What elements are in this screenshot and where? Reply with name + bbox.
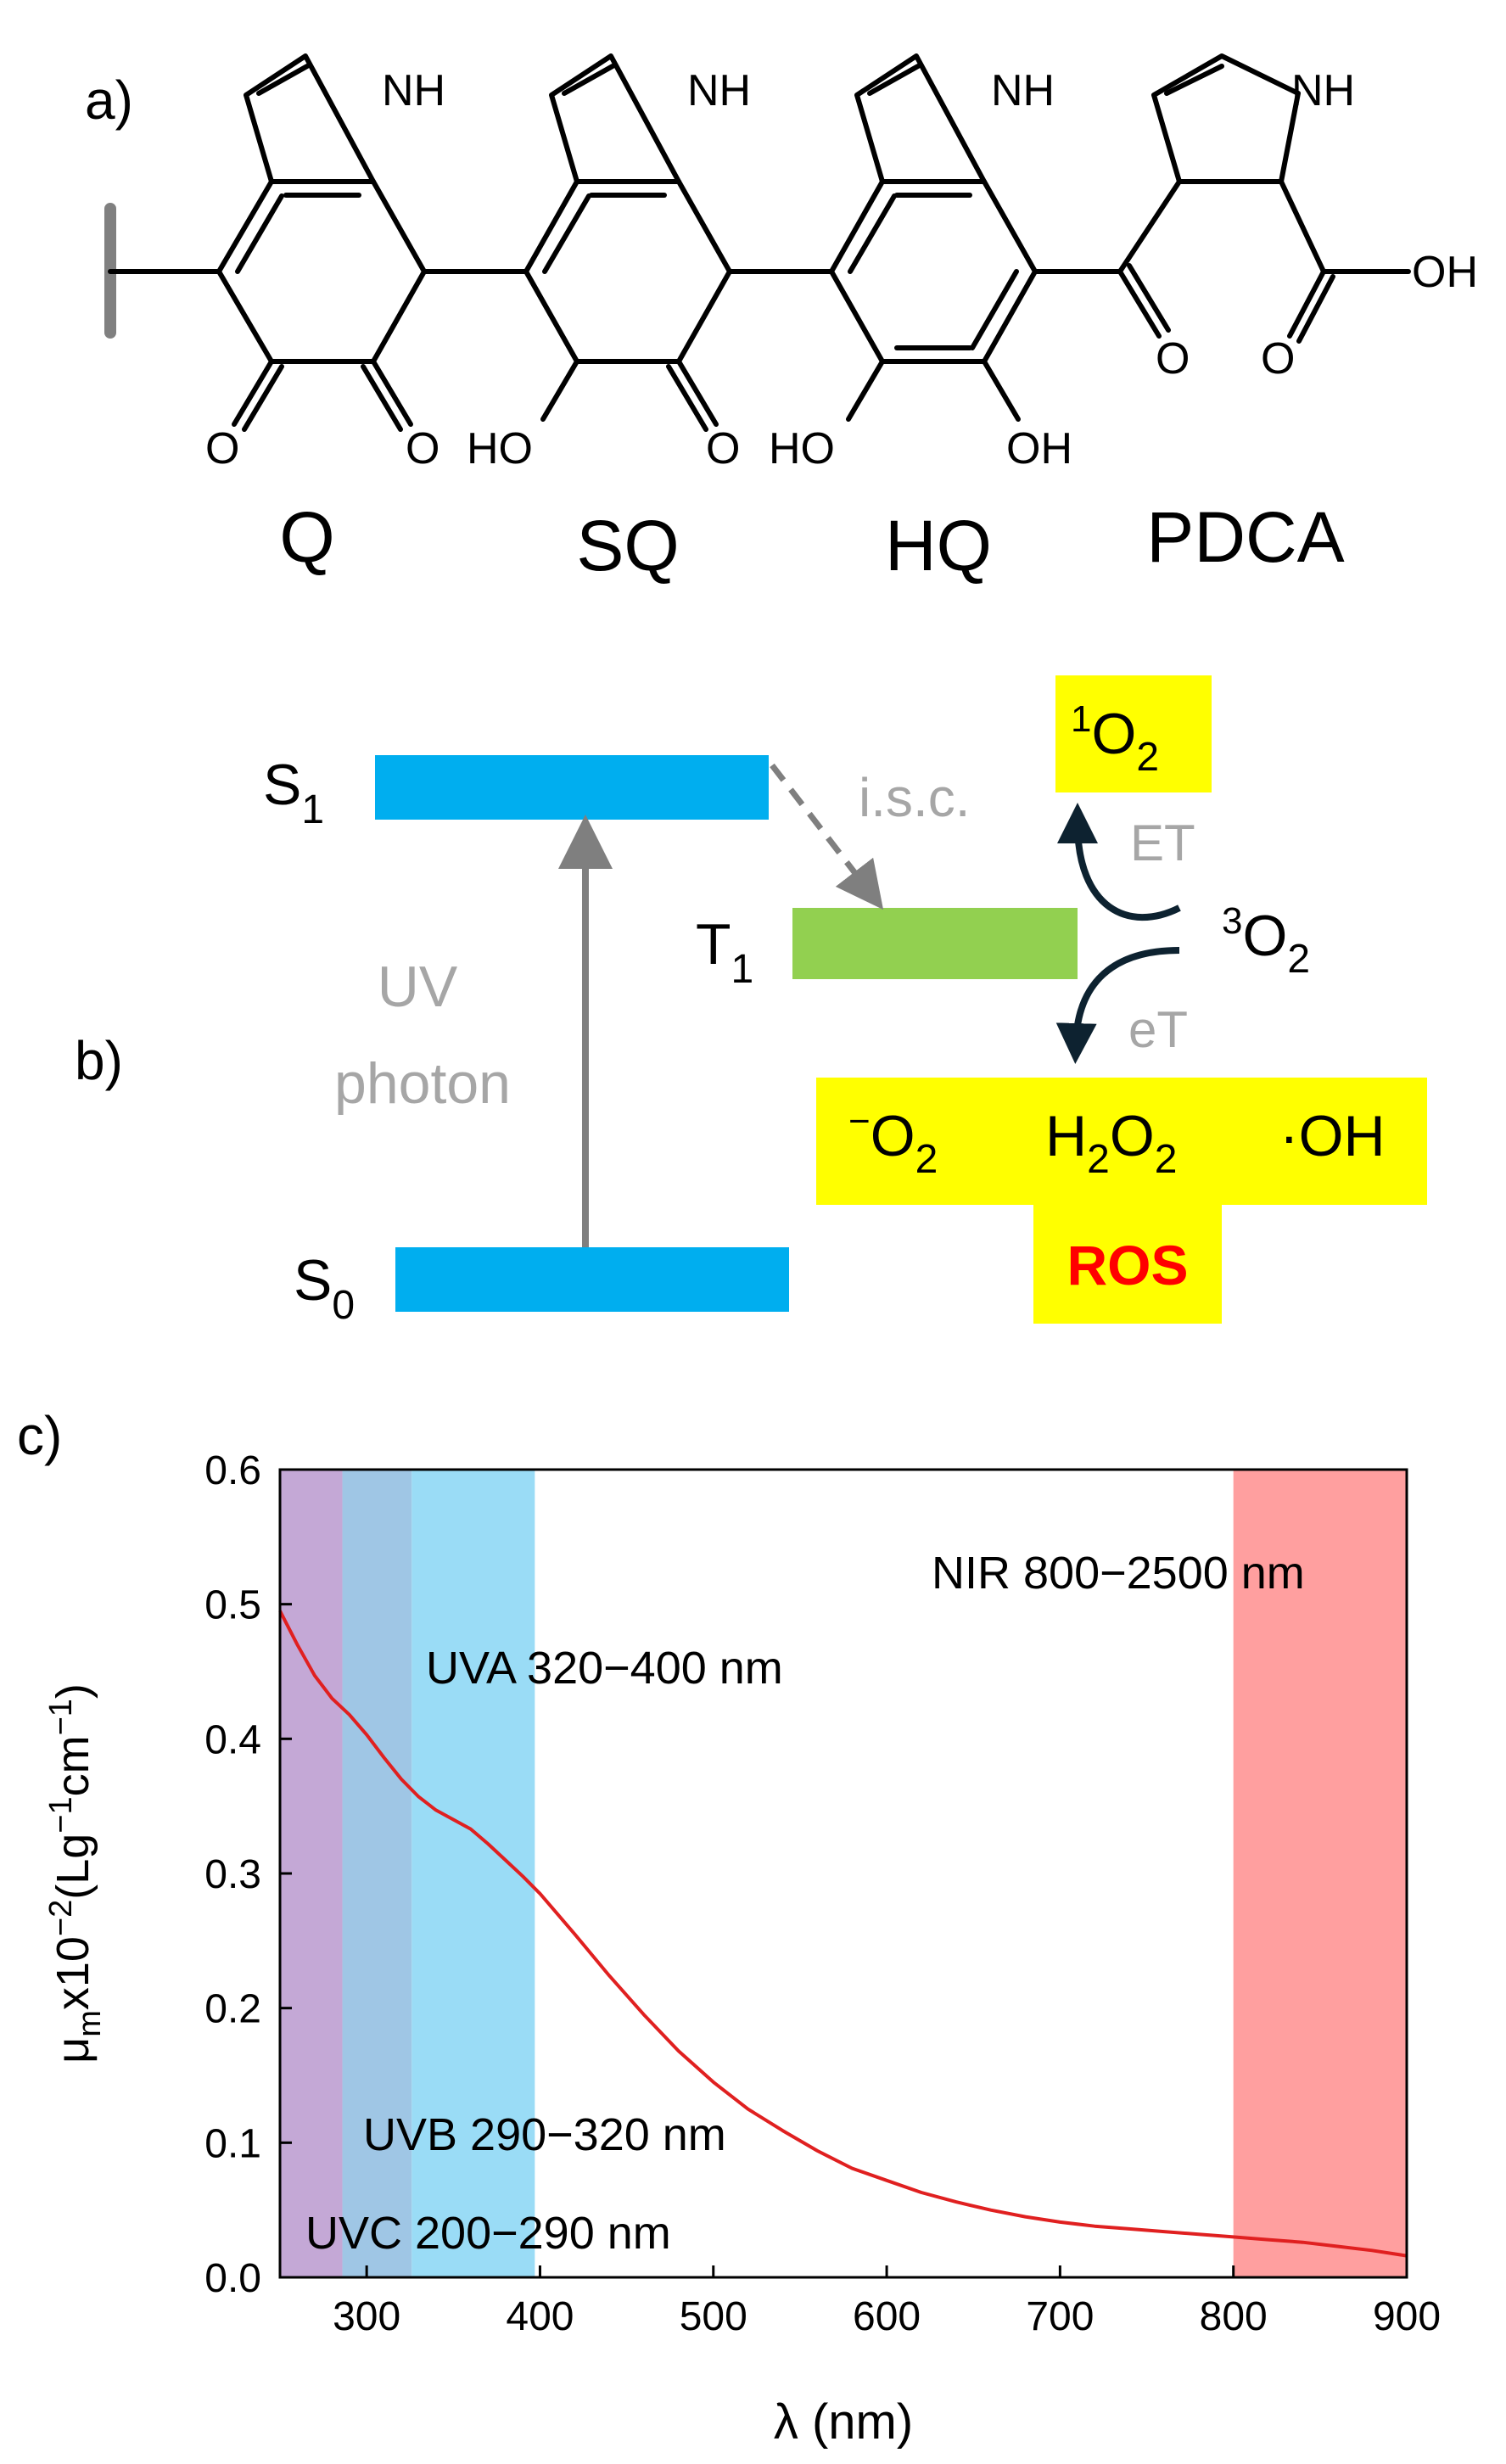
electron-transfer-arrow bbox=[1055, 947, 1180, 1064]
singlet-oxygen-box bbox=[1055, 675, 1212, 792]
panel-c-label: c) bbox=[17, 1405, 62, 1466]
panel-c: c) 300 400 500 600 700 800 900 0.0 0.1 0.2 0.3 0.4 0… bbox=[17, 1405, 1441, 2450]
superoxide-label: −O2 bbox=[848, 1100, 938, 1182]
ros-label-box bbox=[1033, 1203, 1222, 1324]
unit-sq-structure bbox=[523, 53, 834, 432]
band-1 bbox=[342, 1470, 412, 2277]
ho-label-sq: HO bbox=[467, 424, 533, 473]
x-tick-label: 800 bbox=[1200, 2294, 1268, 2339]
t1-label: T1 bbox=[696, 912, 753, 992]
hydroxyl-label: ·OH bbox=[1279, 1104, 1386, 1168]
ros-label: ROS bbox=[1067, 1234, 1188, 1296]
x-tick-label: 400 bbox=[506, 2294, 574, 2339]
o-label-pdca-acid: O bbox=[1261, 334, 1295, 384]
y-tick-label: 0.1 bbox=[204, 2121, 261, 2166]
t1-level bbox=[792, 908, 1078, 979]
panel-a-label: a) bbox=[85, 70, 133, 131]
ros-species-box bbox=[816, 1078, 1427, 1205]
x-tick-label: 500 bbox=[680, 2294, 747, 2339]
unit-label-q: Q bbox=[279, 497, 334, 577]
y-tick-label: 0.0 bbox=[204, 2256, 261, 2301]
et-label: ET bbox=[1130, 815, 1195, 871]
band-2 bbox=[411, 1470, 535, 2277]
unit-label-sq: SQ bbox=[576, 506, 679, 585]
y-tick-label: 0.5 bbox=[204, 1583, 261, 1628]
nh-label-pdca: NH bbox=[1291, 66, 1355, 115]
isc-label: i.s.c. bbox=[859, 767, 971, 828]
band-label-3: NIR 800−2500 nm bbox=[932, 1548, 1305, 1599]
y-tick-label: 0.4 bbox=[204, 1717, 261, 1762]
band-label-1: UVB 290−320 nm bbox=[363, 2109, 726, 2160]
unit-q-structure bbox=[216, 53, 529, 432]
nh-label-hq: NH bbox=[991, 66, 1055, 115]
o-label-q-right: O bbox=[406, 424, 439, 473]
absorption-curve bbox=[278, 1610, 1408, 2258]
panel-b-label: b) bbox=[75, 1030, 123, 1091]
o-label-pdca-ketone: O bbox=[1156, 334, 1190, 384]
nh-label-sq: NH bbox=[687, 66, 751, 115]
s1-label: S1 bbox=[263, 753, 324, 832]
y-tick-label: 0.2 bbox=[204, 1987, 261, 2032]
x-tick-label: 700 bbox=[1026, 2294, 1094, 2339]
band-label-0: UVC 200−290 nm bbox=[305, 2208, 671, 2259]
x-axis-label: λ (nm) bbox=[774, 2394, 913, 2450]
s0-level bbox=[395, 1247, 789, 1312]
panel-b: b) S1 S0 T1 UV photon i.s.c. 1O2 3O2 bbox=[75, 675, 1427, 1328]
triplet-oxygen-label: 3O2 bbox=[1222, 900, 1310, 982]
unit-label-hq: HQ bbox=[885, 506, 992, 585]
y-tick-label: 0.6 bbox=[204, 1448, 261, 1493]
x-tick-label: 900 bbox=[1373, 2294, 1441, 2339]
y-axis-label: μmx10−2(Lg−1cm−1) bbox=[43, 1683, 108, 2064]
s1-level bbox=[375, 755, 769, 820]
o-label-q-left: O bbox=[205, 424, 239, 473]
band-labels: UVC 200−290 nm UVB 290−320 nm UVA 320−400 … bbox=[305, 1548, 1305, 2259]
chart-axes: 300 400 500 600 700 800 900 0.0 0.1 0.2 0.3 0.4 0.5 0… bbox=[204, 1448, 1441, 2339]
singlet-oxygen-label: 1O2 bbox=[1071, 698, 1159, 780]
x-tick-label: 600 bbox=[853, 2294, 921, 2339]
band-label-2: UVA 320−400 nm bbox=[426, 1643, 783, 1694]
etr-label: eT bbox=[1128, 1001, 1188, 1058]
photon-label: photon bbox=[334, 1051, 511, 1116]
nh-label-q: NH bbox=[382, 66, 445, 115]
s0-label: S0 bbox=[294, 1248, 355, 1328]
peroxide-label: H2O2 bbox=[1045, 1104, 1177, 1182]
oh-label-hq: OH bbox=[1006, 424, 1072, 473]
x-tick-label: 300 bbox=[333, 2294, 400, 2339]
y-tick-label: 0.3 bbox=[204, 1852, 261, 1897]
unit-pdca-structure bbox=[1117, 53, 1411, 344]
isc-arrow bbox=[770, 763, 884, 910]
unit-label-pdca: PDCA bbox=[1146, 497, 1344, 577]
uv-label: UV bbox=[378, 955, 458, 1019]
ho-label-hq: HO bbox=[769, 424, 835, 473]
band-3 bbox=[1233, 1470, 1407, 2277]
o-label-sq: O bbox=[706, 424, 740, 473]
oh-label-pdca: OH bbox=[1412, 248, 1478, 297]
unit-hq-structure bbox=[829, 53, 1123, 422]
energy-transfer-arrow bbox=[1057, 803, 1181, 921]
panel-a: a) bbox=[85, 53, 1478, 585]
spectral-bands bbox=[280, 1470, 1407, 2277]
